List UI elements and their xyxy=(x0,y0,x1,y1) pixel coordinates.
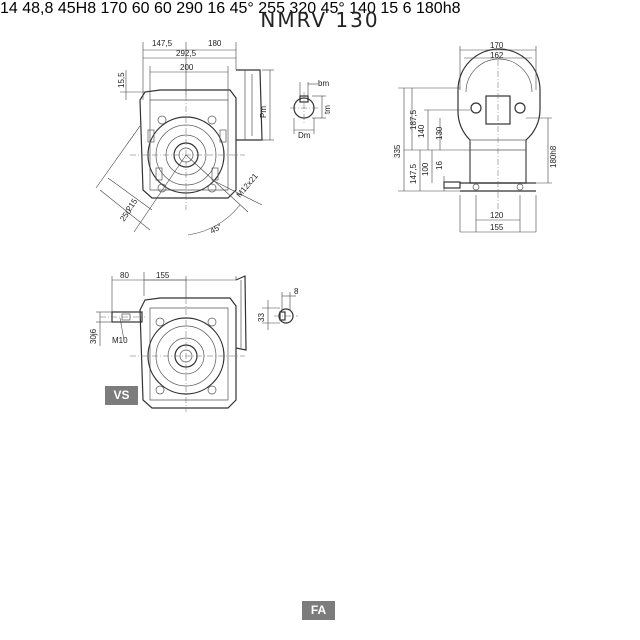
dim-60-right: 60 xyxy=(153,0,172,17)
dim-335: 335 xyxy=(393,144,402,158)
hollow-shaft-section: 170 60 60 xyxy=(101,0,177,17)
fa-badge: FA xyxy=(302,601,335,620)
dim-180: 180 xyxy=(208,39,222,48)
dim-45-deg-right: 45° xyxy=(229,0,254,17)
label-tm: tm xyxy=(323,105,332,114)
dim-170-section: 170 xyxy=(100,0,128,17)
vs-key-detail: 8 33 xyxy=(257,287,299,330)
shaft-key-detail: bm tm Dm xyxy=(290,79,332,140)
dim-180h8: 180h8 xyxy=(549,145,558,168)
front-view-top: 147,5 180 292,5 200 15,5 Pm 215 250 M12x… xyxy=(95,39,274,236)
label-dm: Dm xyxy=(298,131,311,140)
dim-48-8: 48,8 xyxy=(22,0,54,17)
dim-140-fa: 140 xyxy=(349,0,376,17)
dim-45-deg: 45° xyxy=(209,222,224,236)
dim-14: 14 xyxy=(0,0,18,17)
dim-170: 170 xyxy=(490,41,504,50)
dim-45h8-small: 45H8 xyxy=(57,0,97,17)
side-view-right: 170 162 335 187,5 140 130 147,5 100 16 1… xyxy=(393,41,558,233)
vs-view: 80 155 30j6 M10 xyxy=(89,271,247,412)
dim-30j6: 30j6 xyxy=(89,328,98,344)
dim-16: 16 xyxy=(435,161,444,170)
dim-187-5: 187,5 xyxy=(409,109,418,130)
dim-155: 155 xyxy=(490,223,504,232)
hollow-shaft-detail: 14 48,8 45H8 xyxy=(0,0,101,17)
fa-view: 290 16 45° 255 320 45° xyxy=(176,0,349,17)
dim-m10: M10 xyxy=(112,336,128,345)
dim-6-fa: 6 xyxy=(402,0,412,17)
dim-162: 162 xyxy=(490,51,504,60)
dim-255: 255 xyxy=(258,0,285,17)
dim-130: 130 xyxy=(435,126,444,140)
vs-badge: VS xyxy=(105,386,138,405)
label-bm: bm xyxy=(318,79,329,88)
dim-15-5: 15,5 xyxy=(117,72,126,88)
dim-m12x21: M12x21 xyxy=(235,171,261,199)
dim-292-5: 292,5 xyxy=(176,49,197,58)
dim-80: 80 xyxy=(120,271,129,280)
dim-147-5: 147,5 xyxy=(152,39,173,48)
dim-320: 320 xyxy=(289,0,317,17)
dim-200: 200 xyxy=(180,63,194,72)
dim-16-fa: 16 xyxy=(207,0,226,17)
dim-pm: Pm xyxy=(259,106,268,118)
dim-155-vs: 155 xyxy=(156,271,170,280)
dim-290: 290 xyxy=(176,0,203,17)
dim-60-left: 60 xyxy=(131,0,150,17)
dim-120: 120 xyxy=(490,211,504,220)
dim-147-5-side: 147,5 xyxy=(409,163,418,184)
dim-45-deg-bottom: 45° xyxy=(320,0,345,17)
dim-180h8-fa: 180h8 xyxy=(416,0,461,17)
dim-33: 33 xyxy=(257,313,266,322)
page-title: NMRV 130 xyxy=(260,8,380,32)
fa-side-view: 140 15 6 180h8 xyxy=(349,0,460,17)
dim-8: 8 xyxy=(294,287,299,296)
dim-15-fa: 15 xyxy=(380,0,399,17)
dim-140: 140 xyxy=(417,124,426,138)
dim-100: 100 xyxy=(421,162,430,176)
